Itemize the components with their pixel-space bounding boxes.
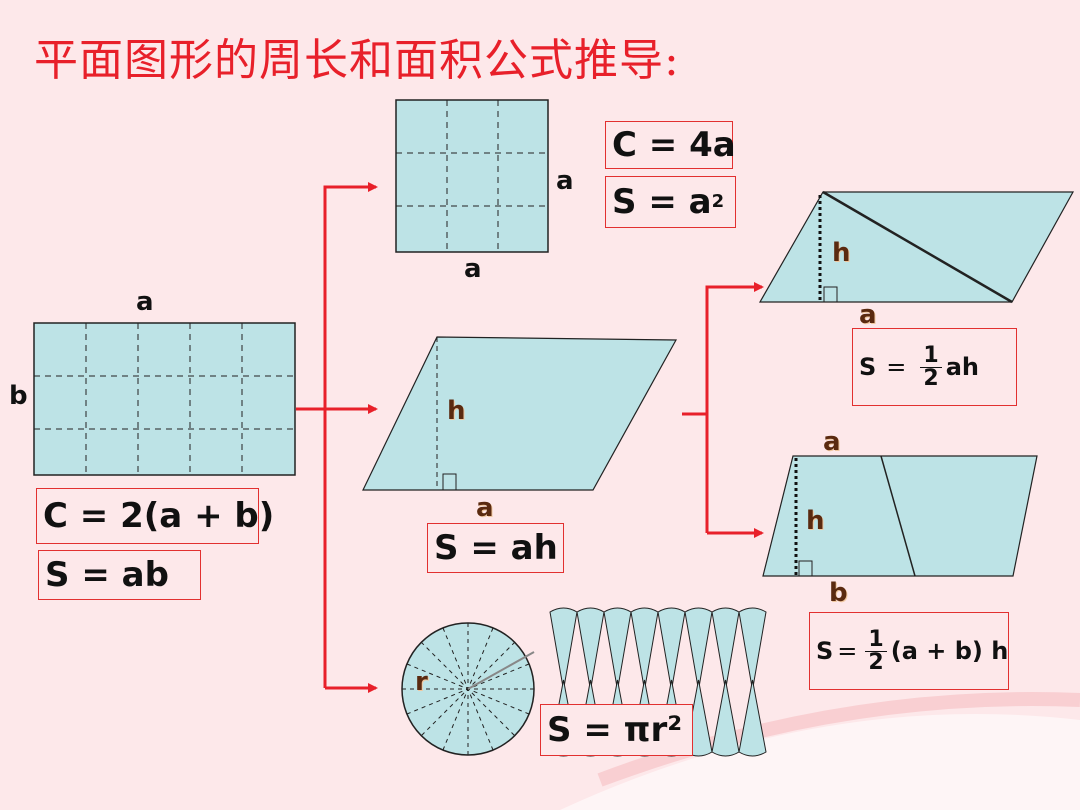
sector-top [738, 607, 767, 691]
triangle-fraction: 1 2 [920, 344, 942, 391]
rect-label-a: a [136, 287, 154, 317]
sector-top [684, 607, 713, 691]
square-label-a-bottom: a [464, 254, 482, 284]
page-title: 平面图形的周长和面积公式推导: [34, 35, 680, 86]
rect-area-formula: S = ab [38, 550, 201, 600]
rect-perimeter-formula: C = 2(a + b) [36, 488, 274, 544]
circle-area-text: S = πr² [547, 710, 683, 750]
sector-top [657, 607, 686, 691]
trapezoid-denominator: 2 [868, 649, 884, 675]
triangle-numerator: 1 [920, 344, 942, 368]
sector-top [711, 607, 740, 691]
triangle-derivation-shape [758, 190, 1075, 304]
sector-top [549, 607, 578, 691]
square-perimeter-text: C = 4a [612, 125, 736, 165]
trapezoid-fraction: 1 2 [865, 628, 887, 675]
triangle-denominator: 2 [923, 365, 939, 391]
circle-label-r: r [415, 667, 428, 697]
parallelogram-shape [362, 336, 678, 491]
square-area-exponent: 2 [711, 191, 725, 212]
triangle-label-h: h [832, 238, 851, 268]
trapezoid-derivation-shape [762, 455, 1038, 577]
rect-label-b: b [9, 381, 28, 411]
square-label-a-side: a [556, 166, 574, 196]
rectangle-shape [33, 322, 296, 476]
rect-area-text: S = ab [45, 555, 169, 595]
trapezoid-s: S [816, 637, 834, 665]
triangle-eq: = [886, 353, 907, 381]
rect-perimeter-text: C = 2(a + b) [43, 496, 275, 536]
sector-bottom [738, 679, 767, 757]
sector-top [630, 607, 659, 691]
square-shape [395, 99, 549, 253]
triangle-area-formula: S = 1 2 ah [852, 328, 1017, 406]
trapezoid-label-b: b [829, 578, 848, 608]
trapezoid-eq: = [837, 637, 858, 665]
triangle-s: S [859, 353, 877, 381]
parallelogram-label-a: a [476, 493, 494, 523]
parallelogram-area-formula: S = ah [427, 523, 564, 573]
sector-bottom [711, 679, 740, 757]
parallelogram-label-h: h [447, 396, 466, 426]
decorative-swoosh-band [597, 692, 1080, 787]
decorative-swoosh [560, 714, 1080, 810]
square-area-text: S = a [612, 182, 712, 222]
sector-top [603, 607, 632, 691]
triangle-tail: ah [945, 353, 979, 381]
parallelogram-area-text: S = ah [434, 528, 558, 568]
square-perimeter-formula: C = 4a [605, 121, 736, 169]
trapezoid-label-h: h [806, 506, 825, 536]
sector-top [576, 607, 605, 691]
connector-arrows [296, 182, 764, 693]
circle-area-formula: S = πr² [540, 704, 693, 756]
trapezoid-label-a: a [823, 427, 841, 457]
trapezoid-tail: (a + b) h [890, 637, 1009, 665]
triangle-label-a: a [859, 300, 877, 330]
circle-shape [401, 622, 535, 756]
trapezoid-numerator: 1 [865, 628, 887, 652]
trapezoid-area-formula: S = 1 2 (a + b) h [809, 612, 1009, 690]
